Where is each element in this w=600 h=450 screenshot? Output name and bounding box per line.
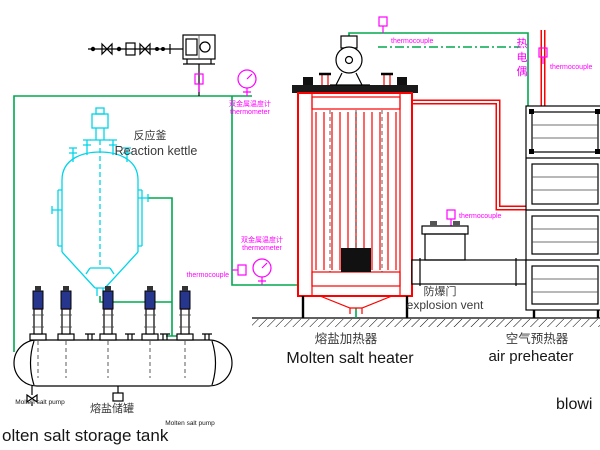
heater-tubes <box>315 112 397 270</box>
thermocouple-top: thermocouple <box>378 16 434 45</box>
air-preheater: 空气预热器 air preheater <box>488 105 600 365</box>
tank-nozzle <box>85 333 95 340</box>
vertical-char: 偶 <box>517 65 528 78</box>
pipe-main-loop <box>13 95 252 352</box>
heater-hopper <box>319 295 393 314</box>
drain-valve <box>112 386 124 402</box>
instrument-train <box>88 34 216 96</box>
molten-salt-pump <box>141 285 159 341</box>
tank-nozzle <box>125 333 135 340</box>
pump-label-left: Molten salt pump <box>15 399 65 406</box>
duct-label-vertical: 热 电 偶 <box>517 37 528 78</box>
thermometer-label-en: thermometer <box>230 109 270 116</box>
preheater-label-zh: 空气预热器 <box>506 331 569 346</box>
reaction-kettle: 反应釜 Reaction kettle <box>51 107 198 296</box>
thermometer-label-zh: 双金属温度计 <box>241 235 283 244</box>
thermocouple-label: thermocouple <box>391 38 434 45</box>
vertical-char: 热 <box>517 37 528 50</box>
thermocouple-riser: thermocouple <box>538 47 593 71</box>
bimetal-thermometer-2: 双金属温度计 thermometer <box>241 235 283 286</box>
valve-icon <box>139 42 151 56</box>
tank-nozzle <box>160 333 170 340</box>
thermocouple-label: thermocouple <box>459 213 502 220</box>
pump-label-right: Molten salt pump <box>165 420 215 427</box>
thermocouple-icon <box>378 16 388 34</box>
molten-salt-heater: 熔盐加热器 Molten salt heater <box>286 35 418 367</box>
thermocouple-icon <box>194 73 204 92</box>
thermocouple-vent: thermocouple <box>446 209 502 226</box>
hot-air-piping <box>412 30 546 211</box>
vent-lid <box>421 225 469 235</box>
tank-label-zh: 熔盐储罐 <box>90 401 134 415</box>
molten-salt-pump <box>57 285 75 341</box>
pipe-flue-top <box>348 32 529 106</box>
skid-unit <box>182 34 216 65</box>
thermometer-label-en: thermometer <box>242 245 282 252</box>
reaction-kettle-label-en: Reaction kettle <box>115 144 198 158</box>
vent-label-zh: 防爆门 <box>424 284 457 298</box>
valve-icon <box>101 42 113 56</box>
thermometer-gauge-icon <box>252 258 272 286</box>
blower-label: blowi <box>556 396 592 413</box>
blower-fan <box>330 35 370 86</box>
fitting-dot <box>90 46 96 52</box>
molten-salt-pump <box>176 285 194 341</box>
molten-salt-piping <box>13 32 529 352</box>
heater-label-zh: 熔盐加热器 <box>315 331 378 346</box>
thermocouple-icon <box>446 209 456 220</box>
heater-top-cap <box>292 85 418 93</box>
preheater-legs <box>532 310 600 318</box>
thermocouple-left: thermocouple <box>187 264 247 279</box>
tank-label-en: olten salt storage tank <box>2 426 169 445</box>
vent-body <box>424 233 466 261</box>
vertical-char: 电 <box>517 51 528 64</box>
burner-box <box>341 248 371 272</box>
bimetal-thermometer-1: 双金属温度计 thermometer <box>229 69 271 116</box>
tank-nozzle <box>202 333 212 340</box>
red-duct-heater-to-preheater <box>412 99 526 211</box>
pipe-heater-feed <box>231 96 298 286</box>
heater-legs <box>301 296 409 318</box>
flue-duct <box>411 259 527 285</box>
reaction-kettle-label-zh: 反应釜 <box>134 128 167 142</box>
drain-valve <box>26 386 38 406</box>
agitator-impeller <box>85 267 115 275</box>
thermometer-label-zh: 双金属温度计 <box>229 99 271 108</box>
heater-label-en: Molten salt heater <box>286 350 414 367</box>
storage-tank: Molten salt pump 熔盐储罐 Molten salt pump o… <box>2 285 233 445</box>
thermocouple-label: thermocouple <box>187 272 230 279</box>
preheater-frame <box>525 105 600 311</box>
ground-line <box>252 317 600 327</box>
tank-shell <box>13 339 233 387</box>
preheater-label-en: air preheater <box>488 348 573 365</box>
inline-device <box>125 42 136 56</box>
explosion-vent: 防爆门 explosion vent <box>407 221 527 312</box>
vent-label-en: explosion vent <box>407 298 484 312</box>
thermocouple-icon <box>237 264 247 276</box>
thermocouple-label: thermocouple <box>550 64 593 71</box>
molten-salt-pump <box>29 285 47 341</box>
thermometer-gauge-icon <box>237 69 257 97</box>
